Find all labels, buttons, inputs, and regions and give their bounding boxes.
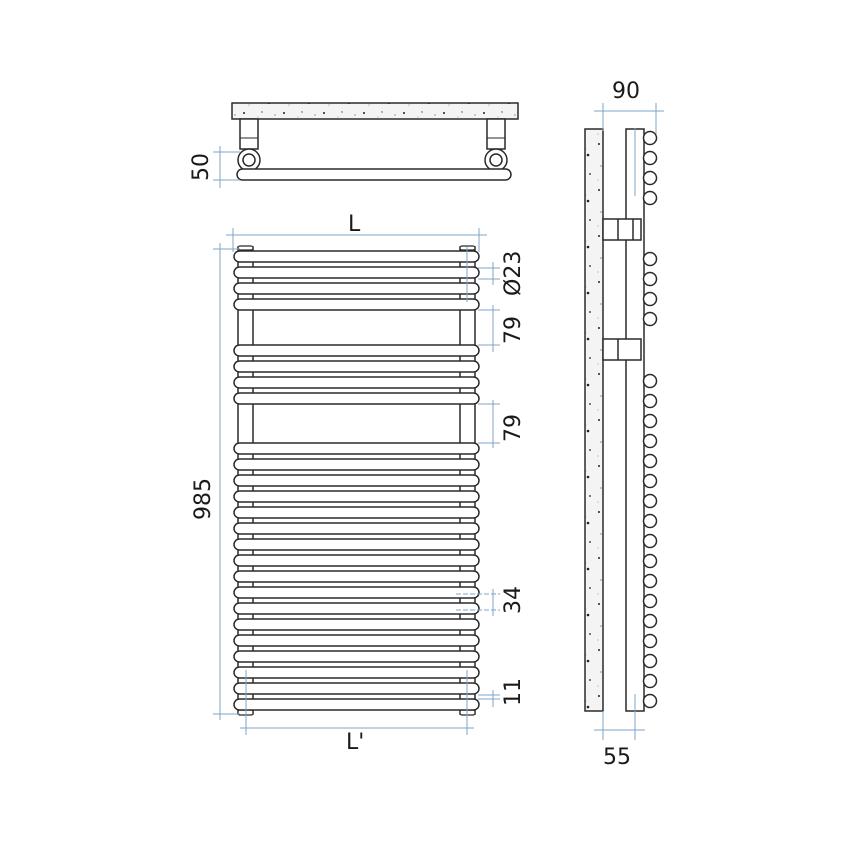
tube-sections (642, 130, 658, 709)
bracket-lower (602, 338, 642, 361)
dimension-L (226, 228, 487, 252)
dimension-L-prime (240, 670, 474, 735)
tube-group-3 (233, 442, 480, 711)
dimension-79-upper (478, 305, 500, 352)
side-view: 90 55 (584, 79, 664, 770)
dimension-79-lower (478, 400, 500, 448)
dim-label-90: 90 (612, 79, 640, 104)
dim-label-L-prime: L' (346, 730, 364, 755)
wall-section-side (584, 128, 604, 712)
dim-label-50: 50 (189, 153, 214, 181)
dim-label-34: 34 (501, 586, 526, 614)
tube-group-2 (233, 344, 480, 405)
dimension-11 (478, 690, 500, 707)
top-view: 50 (189, 102, 519, 188)
tube-group-1 (233, 250, 480, 311)
dimension-985 (213, 243, 240, 720)
dim-label-985: 985 (191, 478, 216, 520)
front-view: L 985 L' Ø23 79 (191, 212, 526, 755)
dim-label-55: 55 (603, 745, 631, 770)
bracket-left (239, 118, 259, 150)
dim-label-79-upper: 79 (501, 316, 526, 344)
dimension-90 (594, 103, 664, 196)
bracket-upper (602, 218, 642, 241)
dim-label-79-lower: 79 (501, 414, 526, 442)
top-tube (236, 168, 512, 181)
collector-left-inner (242, 153, 256, 167)
bracket-right (486, 118, 506, 150)
dim-label-diameter: Ø23 (501, 251, 526, 296)
dimension-diameter (466, 247, 500, 302)
dim-label-L: L (348, 212, 361, 237)
collector-right-inner (489, 153, 503, 167)
dimension-55 (594, 694, 645, 740)
wall-section-top (231, 102, 519, 120)
collector-side (625, 128, 645, 712)
dim-label-11: 11 (501, 678, 526, 706)
dimension-50 (213, 146, 240, 188)
